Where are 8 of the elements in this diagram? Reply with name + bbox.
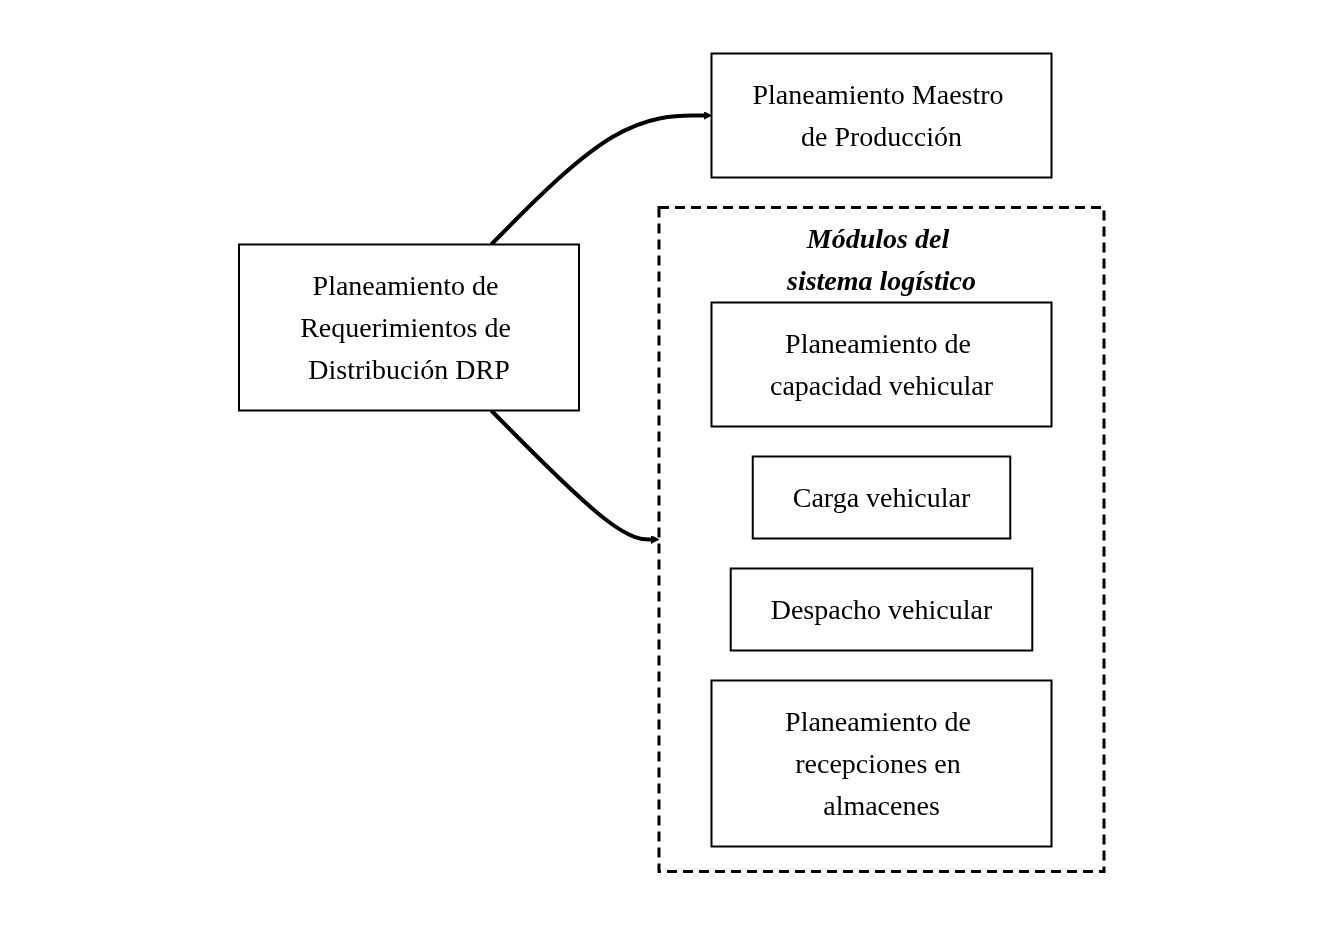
node-box: Planeamiento de capacidad vehicular — [710, 301, 1052, 428]
node-box: Planeamiento de recepciones en almacenes — [710, 679, 1052, 848]
node-box: Planeamiento Maestro de Producción — [710, 52, 1052, 179]
arrow — [489, 111, 712, 246]
node-box: Despacho vehicular — [729, 567, 1033, 652]
node-box: Planeamiento de Requerimientos de Distribución DRP — [237, 243, 580, 412]
node-box: Carga vehicular — [751, 455, 1011, 540]
arrow — [489, 409, 659, 544]
